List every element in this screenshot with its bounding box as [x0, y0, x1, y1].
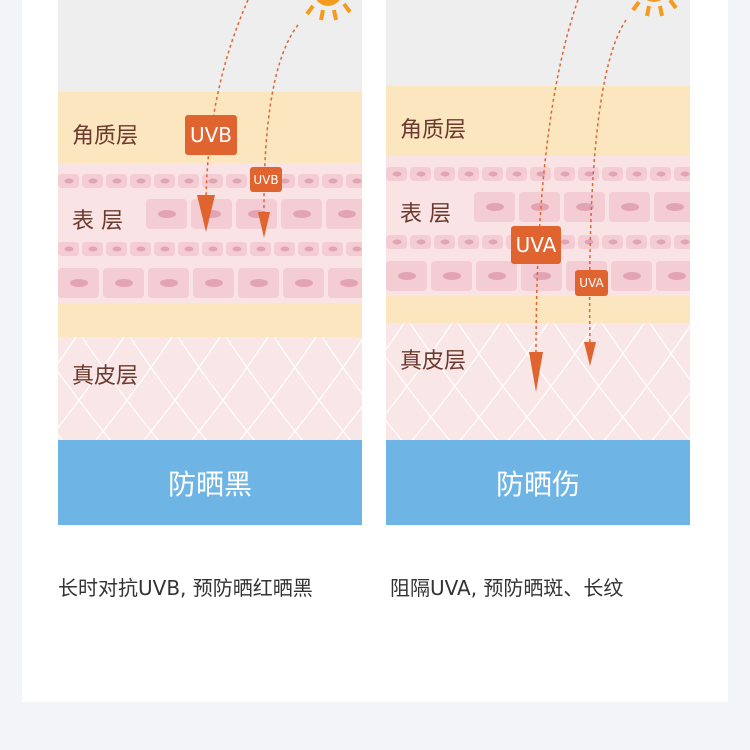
skin-cell — [58, 242, 79, 256]
epidermis-label: 表 层 — [400, 202, 451, 227]
skin-cell — [103, 268, 144, 298]
skin-cell — [458, 235, 479, 249]
skin-cell — [564, 192, 605, 222]
skin-cell — [326, 199, 362, 229]
dermis-layer — [386, 323, 690, 443]
skin-cell — [328, 268, 362, 298]
skin-cell — [146, 199, 187, 229]
skin-cell — [281, 199, 322, 229]
skin-cell — [650, 167, 671, 181]
skin-cell — [434, 167, 455, 181]
skin-cell — [154, 242, 175, 256]
skin-cell — [674, 167, 690, 181]
skin-cell — [602, 167, 623, 181]
anti-tanning-banner: 防晒黑 — [58, 440, 362, 525]
skin-cell — [609, 192, 650, 222]
sky-layer — [58, 0, 362, 92]
skin-cell — [148, 268, 189, 298]
dermis-layer — [58, 337, 362, 457]
uvb-caption: 长时对抗UVB, 预防晒红晒黑 — [58, 576, 313, 600]
skin-cell — [178, 174, 199, 188]
skin-cell — [346, 174, 362, 188]
uv-arrows — [529, 0, 678, 392]
skin-cell — [434, 235, 455, 249]
skin-cell — [106, 242, 127, 256]
skin-cell — [650, 235, 671, 249]
skin-cell — [298, 242, 319, 256]
uvb-tag-small: UVB — [250, 167, 282, 192]
dermis-fiber-pattern — [386, 323, 690, 443]
anti-sunburn-banner: 防晒伤 — [386, 440, 690, 525]
skin-cell — [298, 174, 319, 188]
skin-cell — [82, 174, 103, 188]
skin-cell — [202, 174, 223, 188]
dermis-label: 真皮层 — [72, 364, 139, 389]
skin-cell — [250, 242, 271, 256]
stratum-corneum-label: 角质层 — [72, 124, 139, 149]
skin-cell — [602, 235, 623, 249]
skin-cell — [674, 235, 690, 249]
skin-cell — [274, 242, 295, 256]
skin-cell — [283, 268, 324, 298]
skin-cell — [106, 174, 127, 188]
skin-cell — [506, 167, 527, 181]
skin-cell — [386, 235, 407, 249]
skin-cell — [656, 261, 690, 291]
skin-cell — [626, 235, 647, 249]
skin-cell — [410, 235, 431, 249]
basal-layer — [58, 303, 362, 337]
uv-arrows — [197, 0, 352, 238]
uvb-tag-large: UVB — [185, 115, 237, 155]
uva-tag-large: UVA — [511, 226, 561, 264]
skin-cell — [58, 174, 79, 188]
skin-cell — [238, 268, 279, 298]
skin-cell — [474, 192, 515, 222]
skin-cell — [458, 167, 479, 181]
skin-cell — [346, 242, 362, 256]
skin-cell — [482, 235, 503, 249]
uvb-panel: 角质层 表 层 真皮层 UVB UVB 防晒黑 — [58, 0, 362, 525]
skin-cell — [154, 174, 175, 188]
skin-cell — [386, 167, 407, 181]
basal-layer — [386, 296, 690, 323]
skin-cell — [611, 261, 652, 291]
skin-cell — [554, 167, 575, 181]
skin-cell — [130, 174, 151, 188]
skin-cell — [178, 242, 199, 256]
skin-cell — [236, 199, 277, 229]
sun-icon — [305, 0, 352, 21]
uva-panel: 角质层 表 层 真皮层 UVA UVA 防晒伤 — [386, 0, 690, 525]
skin-cell — [578, 235, 599, 249]
skin-cell — [322, 242, 343, 256]
skin-cell — [386, 261, 427, 291]
skin-cell — [202, 242, 223, 256]
epidermis-label: 表 层 — [72, 209, 123, 234]
skin-cell — [482, 167, 503, 181]
stratum-corneum-layer — [386, 86, 690, 156]
stratum-corneum-label: 角质层 — [400, 118, 467, 143]
dermis-label: 真皮层 — [400, 349, 467, 374]
skin-cell — [519, 192, 560, 222]
skin-cell — [521, 261, 562, 291]
skin-cell — [130, 242, 151, 256]
skin-cell — [226, 174, 247, 188]
uva-tag-small: UVA — [575, 270, 608, 296]
skin-cell — [193, 268, 234, 298]
skin-cell — [322, 174, 343, 188]
dermis-fiber-pattern — [58, 337, 362, 457]
skin-cell — [654, 192, 690, 222]
skin-cell — [226, 242, 247, 256]
sky-layer — [386, 0, 690, 86]
skin-cell — [476, 261, 517, 291]
skin-cell — [82, 242, 103, 256]
sun-icon — [631, 0, 678, 17]
skin-cell — [530, 167, 551, 181]
skin-cell — [410, 167, 431, 181]
uva-caption: 阻隔UVA, 预防晒斑、长纹 — [390, 576, 624, 600]
skin-cell — [58, 268, 99, 298]
skin-cell — [626, 167, 647, 181]
skin-cell — [431, 261, 472, 291]
